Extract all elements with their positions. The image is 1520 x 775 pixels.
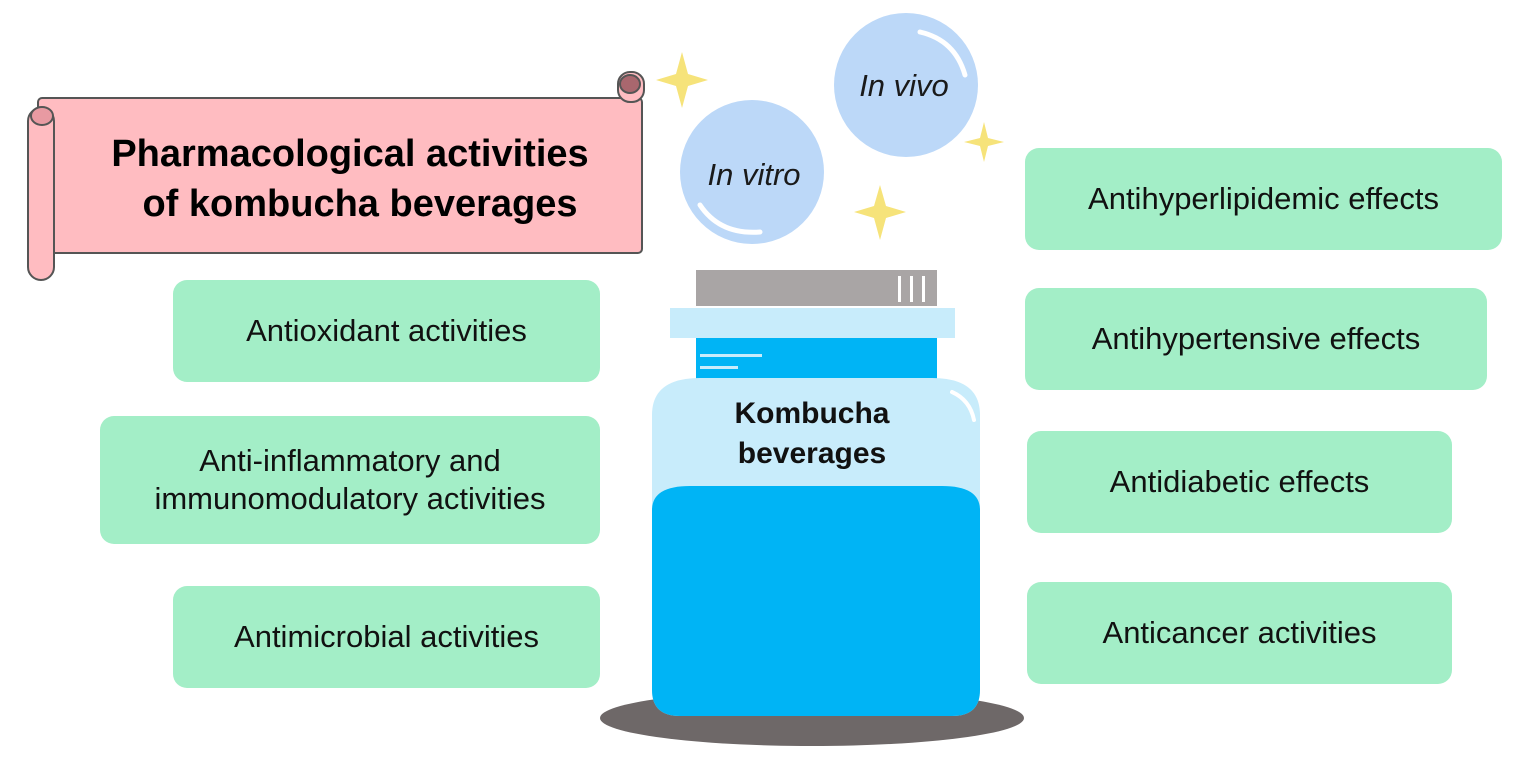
kombucha-jar: [600, 270, 1024, 746]
antidiabetic-box: Antidiabetic effects: [1027, 431, 1452, 533]
antidiabetic-label: Antidiabetic effects: [1109, 464, 1370, 499]
in-vivo-label: In vivo: [859, 68, 949, 103]
in-vitro-bubble: [680, 100, 824, 244]
anticancer-label: Anticancer activities: [1102, 615, 1377, 650]
antihyperlipidemic-label: Antihyperlipidemic effects: [1088, 181, 1439, 216]
in-vivo-bubble: [834, 13, 978, 157]
antihyperlipidemic-box: Antihyperlipidemic effects: [1025, 148, 1502, 250]
jar-label-line-1: Kombucha: [734, 397, 890, 430]
anti-inflammatory-label-line-2: immunomodulatory activities: [154, 481, 546, 516]
diagram-title-line-2: of kombucha beverages: [142, 183, 578, 225]
antihypertensive-box: Antihypertensive effects: [1025, 288, 1487, 390]
anti-inflammatory-label-line-1: Anti-inflammatory and: [199, 443, 501, 478]
antimicrobial-label: Antimicrobial activities: [234, 619, 539, 654]
antioxidant-box: Antioxidant activities: [173, 280, 600, 382]
in-vitro-label: In vitro: [707, 157, 801, 192]
sparkle-icon: [964, 122, 1004, 162]
antimicrobial-box: Antimicrobial activities: [173, 586, 600, 688]
antihypertensive-label: Antihypertensive effects: [1091, 321, 1421, 356]
jar-label-line-2: beverages: [737, 437, 887, 470]
anti-inflammatory-box: Anti-inflammatory and immunomodulatory a…: [100, 416, 600, 544]
antioxidant-label: Antioxidant activities: [246, 313, 527, 348]
sparkle-icon: [656, 52, 708, 108]
sparkle-icon: [854, 185, 906, 240]
diagram-title-line-1: Pharmacological activities: [111, 133, 589, 175]
anticancer-box: Anticancer activities: [1027, 582, 1452, 684]
title-scroll: [27, 71, 645, 281]
